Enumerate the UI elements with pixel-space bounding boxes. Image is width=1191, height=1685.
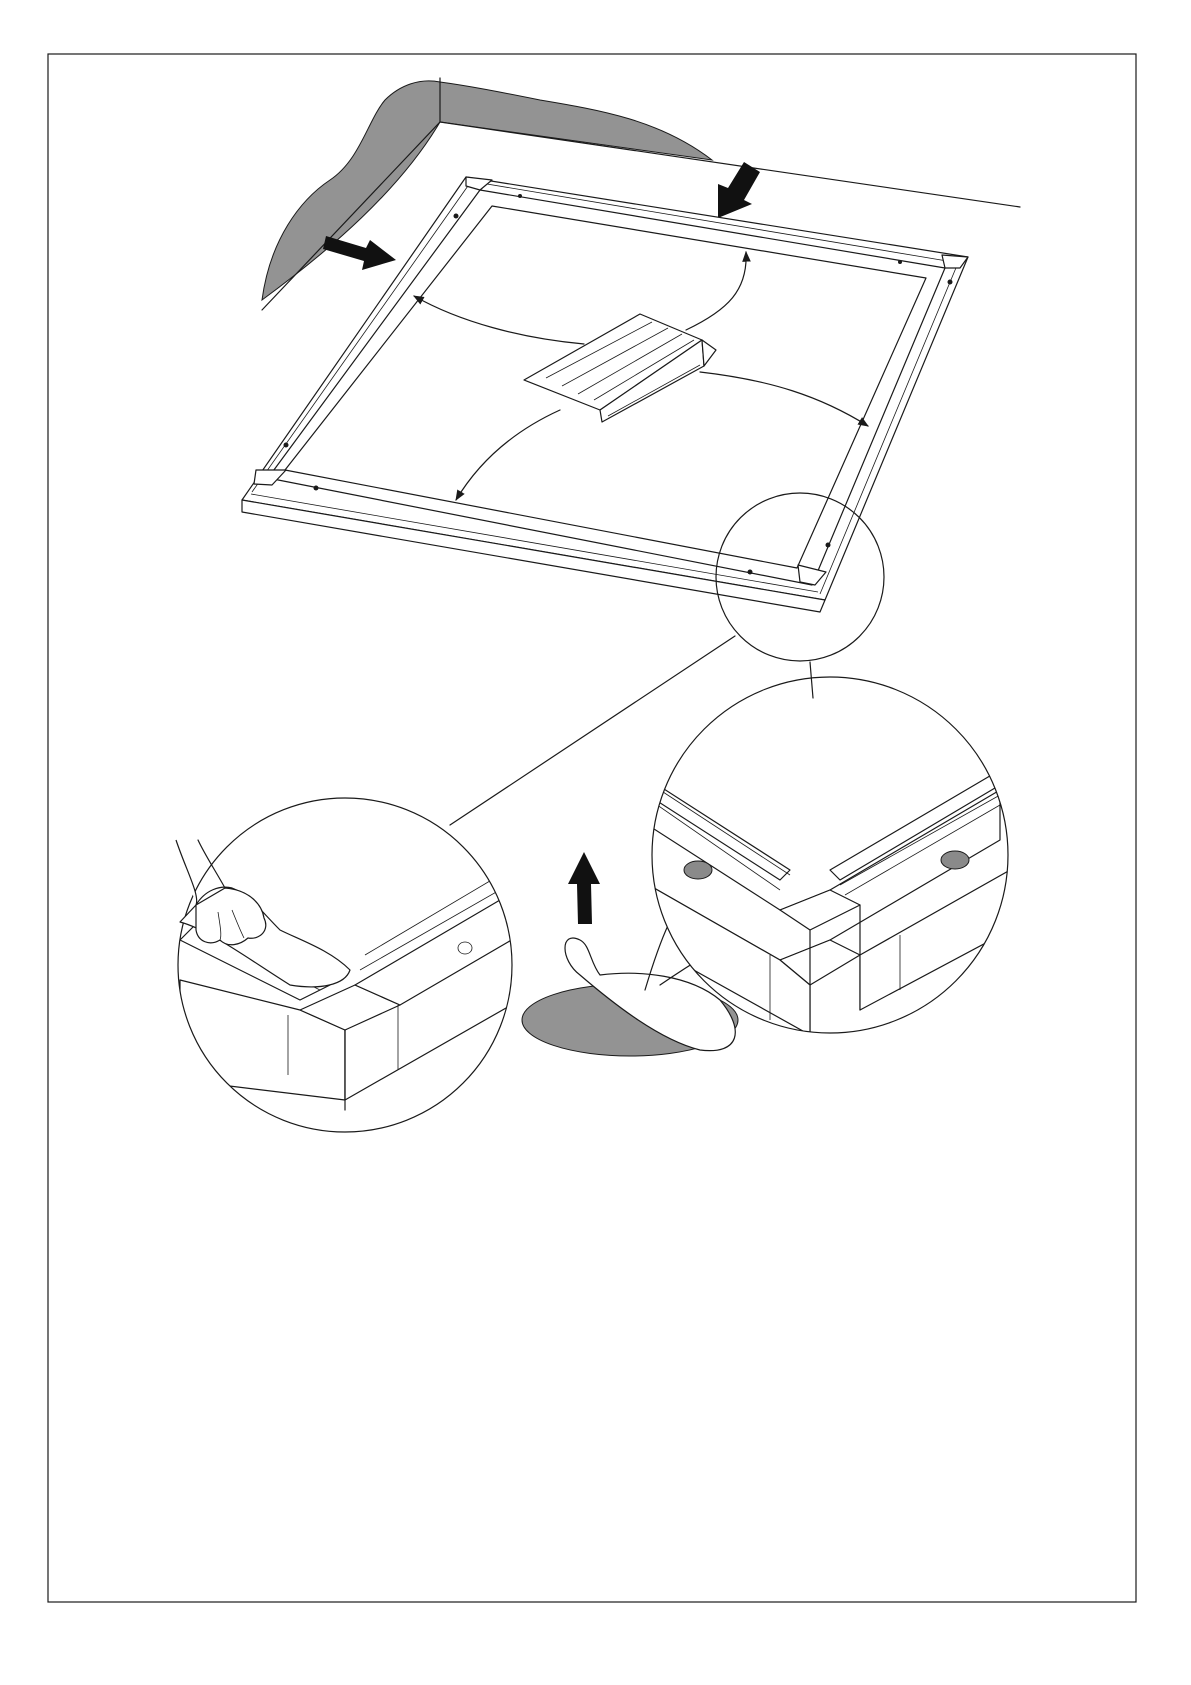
detail-clean [176, 798, 520, 1132]
lift-arrow-icon [568, 852, 600, 924]
detail-pads [640, 677, 1010, 1035]
push-arrow-icon [323, 236, 396, 270]
push-arrow-icon [718, 162, 760, 218]
